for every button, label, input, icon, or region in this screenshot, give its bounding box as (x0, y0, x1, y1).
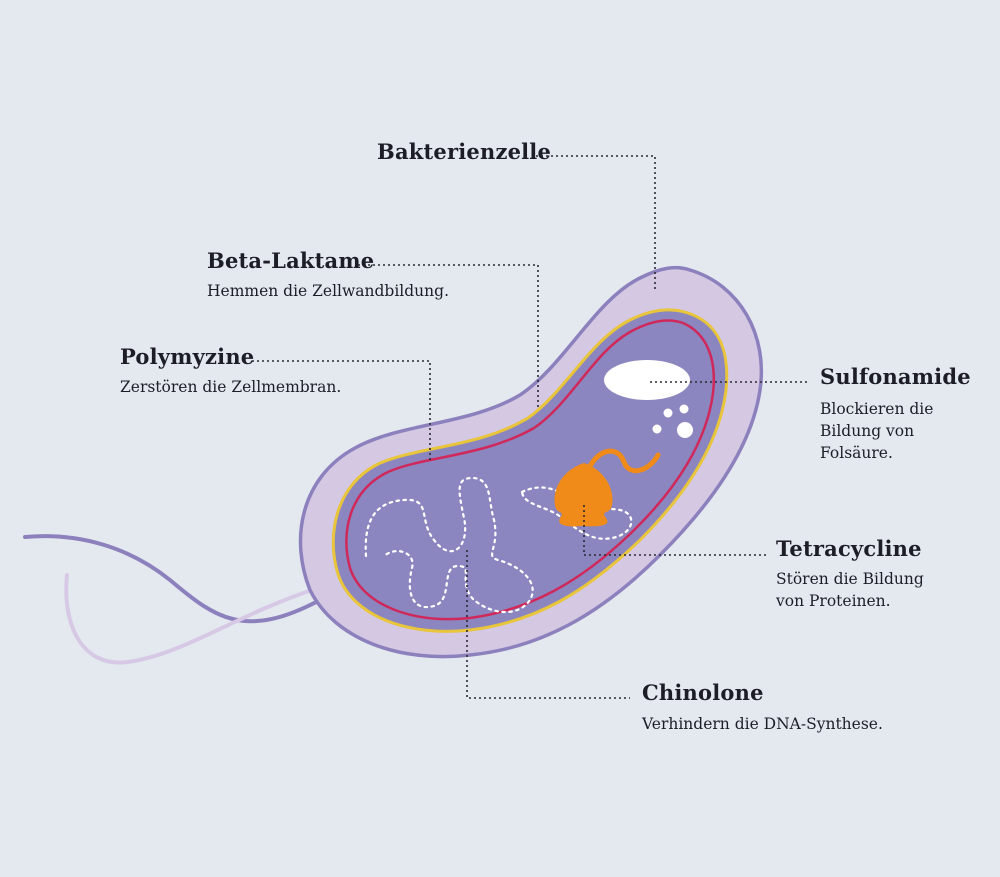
granule-1 (663, 408, 673, 418)
granule-2 (679, 404, 689, 414)
flagellum-light (64, 573, 320, 665)
label-sulfonamide-desc: Blockieren die Bildung von Folsäure. (820, 398, 933, 464)
leader-bakterienzelle (536, 155, 656, 290)
granule-3 (652, 424, 662, 434)
dna-strand (364, 476, 534, 614)
label-beta-laktame-desc: Hemmen die Zellwandbildung. (207, 282, 449, 300)
label-chinolone-title: Chinolone (642, 680, 764, 705)
label-bakterienzelle-title: Bakterienzelle (377, 139, 552, 164)
label-beta-laktame-title: Beta-Laktame (207, 248, 375, 273)
label-tetracycline-title: Tetracycline (776, 536, 922, 561)
folate-vacuole (604, 360, 690, 400)
sulfonamide-desc-line-1: Blockieren die (820, 400, 934, 418)
tetracycline-desc-line-1: Stören die Bildung (776, 570, 924, 588)
mrna-strand (585, 448, 661, 474)
label-polymyzine-desc: Zerstören die Zellmembran. (120, 378, 342, 396)
granule-4 (677, 422, 693, 438)
sulfonamide-desc-line-3: Folsäure. (820, 444, 893, 462)
leader-tetracycline (583, 505, 768, 556)
tetracycline-desc-line-2: von Proteinen. (776, 592, 891, 610)
label-tetracycline-desc: Stören die Bildung von Proteinen. (776, 568, 924, 612)
label-chinolone-desc: Verhindern die DNA-Synthese. (642, 715, 883, 733)
sulfonamide-desc-line-2: Bildung von (820, 422, 915, 440)
ribosome (554, 463, 613, 527)
leader-beta-laktame (358, 264, 539, 410)
cytoplasmic-membrane (345, 319, 716, 621)
label-sulfonamide-title: Sulfonamide (820, 364, 971, 389)
leader-chinolone (466, 550, 630, 699)
label-polymyzine-title: Polymyzine (120, 344, 255, 369)
flagellum-dark (23, 534, 322, 624)
leader-lines (252, 155, 810, 699)
